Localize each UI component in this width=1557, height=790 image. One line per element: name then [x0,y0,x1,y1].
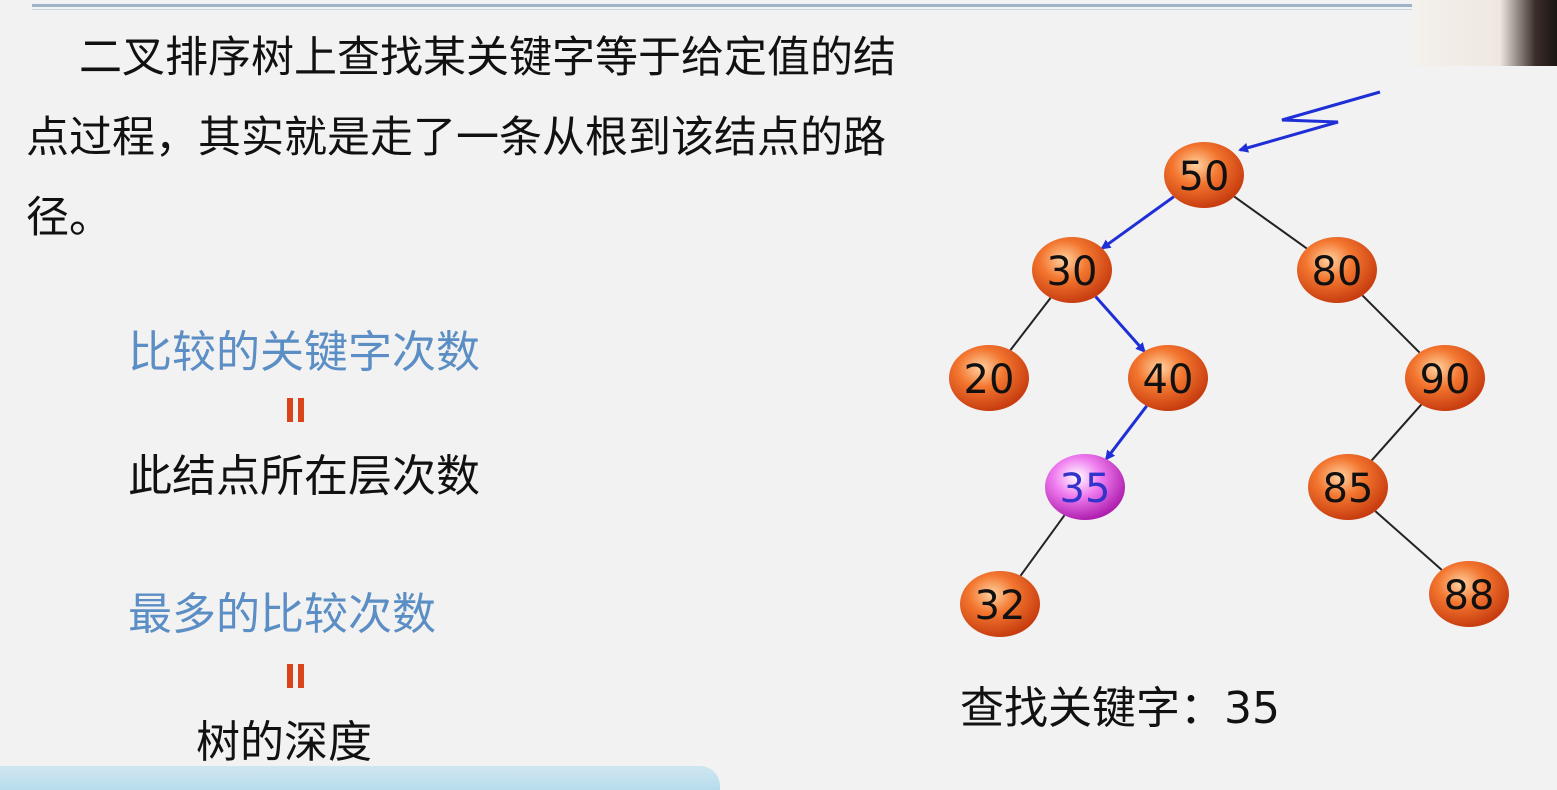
tree-node-circle-32 [960,571,1040,637]
presenter-video-thumbnail [1414,0,1557,66]
tree-node-label-20: 20 [964,357,1015,403]
tree-node-35: 35 [1045,454,1125,520]
tree-node-40: 40 [1128,345,1208,411]
equals-sign-1-mark [287,398,304,422]
tree-node-label-32: 32 [975,583,1026,629]
search-path-edge-n50-n30 [1100,195,1175,250]
max-compare-label: 最多的比较次数 [128,589,436,640]
tree-node-label-88: 88 [1444,573,1495,619]
tree-node-circle-80 [1297,237,1377,303]
tree-node-circle-50 [1164,142,1244,208]
top-divider-thin [32,9,1412,10]
tree-edge-n90-n85 [1370,403,1423,462]
bottom-decoration [0,766,720,790]
equals-sign-2-mark [287,664,304,688]
tree-node-label-30: 30 [1047,249,1098,295]
entry-squiggle-arrow [1238,90,1381,153]
tree-node-label-80: 80 [1312,249,1363,295]
tree-node-80: 80 [1297,237,1377,303]
tree-node-circle-20 [949,345,1029,411]
tree-node-50: 50 [1164,142,1244,208]
tree-node-circle-35 [1045,454,1125,520]
equals-sign-2 [284,660,308,701]
tree-node-circle-85 [1308,454,1388,520]
tree-nodes: 50 30 80 20 40 90 35 85 32 88 [949,142,1509,637]
tree-node-label-50: 50 [1179,154,1230,200]
tree-edge-n30-n20 [1009,297,1052,351]
tree-node-20: 20 [949,345,1029,411]
tree-edges [1009,195,1443,577]
tree-node-90: 90 [1405,345,1485,411]
tree-edge-n85-n88 [1374,510,1443,571]
equals-sign-1 [284,394,308,435]
tree-edge-n50-n80 [1233,195,1308,250]
tree-depth-label: 树的深度 [196,717,372,768]
tree-node-circle-40 [1128,345,1208,411]
top-divider [32,4,1412,7]
tree-edge-n80-n90 [1361,294,1421,354]
tree-node-circle-88 [1429,561,1509,627]
tree-node-label-35: 35 [1060,466,1111,512]
tree-node-circle-90 [1405,345,1485,411]
tree-node-32: 32 [960,571,1040,637]
tree-node-88: 88 [1429,561,1509,627]
tree-edge-n35-n32 [1019,514,1066,577]
tree-node-label-40: 40 [1143,357,1194,403]
tree-node-30: 30 [1032,237,1112,303]
search-key-caption: 查找关键字：35 [960,683,1280,734]
tree-node-label-85: 85 [1323,466,1374,512]
tree-node-85: 85 [1308,454,1388,520]
description-paragraph: 二叉排序树上查找某关键字等于给定值的结点过程，其实就是走了一条从根到该结点的路径… [26,33,896,243]
tree-node-label-90: 90 [1420,357,1471,403]
compare-count-label: 比较的关键字次数 [128,327,480,378]
node-level-label: 此结点所在层次数 [128,451,480,502]
search-path-edge-n40-n35 [1105,405,1148,461]
search-path-edge-n30-n40 [1094,295,1146,353]
tree-node-circle-30 [1032,237,1112,303]
